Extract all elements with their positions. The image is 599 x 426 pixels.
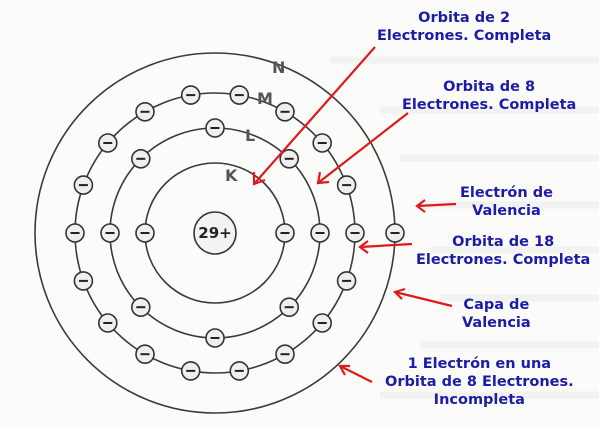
- arrow-shell-l: [317, 112, 409, 184]
- arrow-valence-electron: [416, 202, 457, 208]
- electron-m: [312, 313, 333, 333]
- annotation-shell-l-line1: Orbita de 8: [443, 79, 536, 95]
- annotation-shell-k-line2: Electrones. Completa: [377, 28, 552, 44]
- arrow-valence-shell: [394, 290, 453, 308]
- annotation-shell-n-line1: 1 Electrón en una: [407, 356, 552, 372]
- electron-m: [135, 344, 155, 365]
- shell-label-m: M: [257, 89, 273, 108]
- annotation-valence-shell-line1: Capa de: [463, 297, 530, 313]
- nucleus: 29+: [193, 211, 237, 255]
- electron-m: [275, 102, 295, 122]
- annotation-shell-m: Orbita de 18 Electrones. Completa: [416, 233, 590, 269]
- annotation-shell-k-line1: Orbita de 2: [418, 10, 511, 26]
- electron-m: [312, 133, 333, 153]
- electron-l: [131, 149, 151, 169]
- nucleus-label: 29+: [198, 224, 231, 242]
- electron-m: [229, 85, 250, 105]
- arrows: [252, 46, 457, 383]
- electron-m: [98, 133, 118, 153]
- shell-label-n: N: [272, 58, 285, 77]
- arrow-shell-m: [359, 242, 413, 249]
- arrow-shell-k: [253, 46, 376, 185]
- annotation-shell-k: Orbita de 2 Electrones. Completa: [377, 9, 551, 45]
- annotation-shell-n: 1 Electrón en una Orbita de 8 Electrones…: [385, 355, 574, 409]
- annotation-shell-m-line2: Electrones. Completa: [416, 252, 591, 268]
- annotation-valence-electron: Electrón de Valencia: [460, 184, 553, 220]
- electron-l: [100, 223, 120, 243]
- annotation-shell-l-line2: Electrones. Completa: [402, 97, 577, 113]
- electron-m: [180, 361, 201, 381]
- electron-l: [205, 328, 225, 348]
- electron-n: [385, 223, 405, 243]
- shell-label-k: K: [225, 166, 238, 185]
- annotation-shell-n-line2: Orbita de 8 Electrones.: [385, 374, 574, 390]
- annotation-shell-m-line1: Orbita de 18: [452, 234, 555, 250]
- electron-l: [279, 149, 300, 169]
- electron-k: [275, 223, 295, 243]
- electron-m: [98, 313, 118, 333]
- electron-l: [279, 297, 300, 318]
- electrons-layer: [65, 85, 405, 381]
- annotation-shell-l: Orbita de 8 Electrones. Completa: [402, 78, 576, 114]
- electron-m: [180, 85, 201, 105]
- annotation-valence-electron-line1: Electrón de: [460, 185, 553, 201]
- electron-m: [336, 271, 357, 291]
- annotation-shell-n-line3: Incompleta: [433, 392, 525, 408]
- electron-m: [73, 271, 94, 291]
- electron-m: [65, 223, 85, 243]
- arrow-shell-n: [339, 365, 373, 383]
- electron-m: [73, 175, 94, 195]
- electron-l: [131, 297, 151, 318]
- electron-m: [135, 102, 155, 122]
- annotation-valence-shell: Capa de Valencia: [462, 296, 531, 332]
- annotation-valence-electron-line2: Valencia: [472, 203, 541, 219]
- electron-l: [205, 118, 225, 138]
- electron-m: [336, 175, 357, 195]
- electron-l: [310, 223, 330, 243]
- electron-m: [229, 361, 250, 381]
- electron-m: [275, 344, 295, 365]
- electron-k: [135, 223, 155, 243]
- shell-label-l: L: [245, 126, 255, 145]
- electron-m: [345, 223, 365, 243]
- annotation-valence-shell-line2: Valencia: [462, 315, 531, 331]
